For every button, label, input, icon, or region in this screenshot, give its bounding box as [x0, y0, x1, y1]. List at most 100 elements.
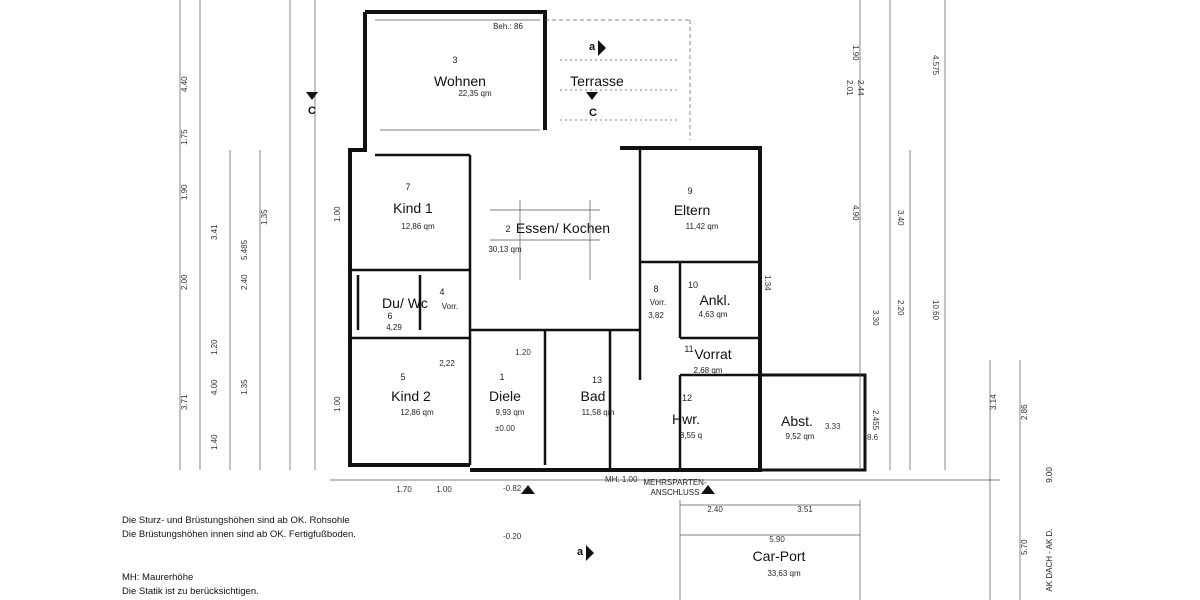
room-name: Car-Port	[753, 548, 806, 564]
room-name: Hwr.	[672, 411, 700, 427]
right-dimensions: 1.90 4.575 2.01 2.44 4.90 3.40 10.60 3.3…	[845, 45, 940, 431]
dim-text: 2.40	[240, 274, 249, 290]
dim-text: 2.00	[180, 274, 189, 290]
dim-text: 5.90	[769, 535, 785, 544]
dim-text: 2.01	[845, 80, 854, 96]
dim-text: 1.20	[515, 348, 531, 357]
room-area: 30,13 qm	[488, 245, 522, 254]
room-name: Du/ Wc	[382, 295, 428, 311]
dim-text: 3.40	[896, 210, 905, 226]
outer-walls	[348, 10, 867, 472]
dim-text: 5.485	[240, 239, 249, 260]
room-number: 6	[387, 311, 392, 321]
dim-text: 10.60	[931, 300, 940, 321]
section-a-top: a	[589, 41, 596, 53]
dim-text: 1.90	[180, 184, 189, 200]
left-dimensions: 4.40 1.75 1.90 2.00 3.71 3.41 5.485 4.00…	[180, 76, 269, 450]
dim-text: 1.35	[260, 209, 269, 225]
room-area: 22,35 qm	[458, 89, 492, 98]
section-c-left: C	[308, 105, 316, 117]
level-value: ±0.00	[495, 424, 516, 433]
dim-text: 1.20	[210, 339, 219, 355]
room-essen: 2 Essen/ Kochen 30,13 qm	[488, 220, 610, 254]
level-markers: -0.82 -0.20 ±0.00	[495, 424, 522, 541]
room-area: 9,52 qm	[786, 432, 815, 441]
note-sturz: Die Sturz- und Brüstungshöhen sind ab OK…	[122, 515, 350, 526]
dim-text: 3.71	[180, 394, 189, 410]
interior-dimensions: 1.20 1.00 1.34 1.00 MH: 1.00 3.33 8.6	[333, 206, 879, 484]
room-number: 7	[405, 182, 410, 192]
terrace-label: Terrasse	[570, 73, 624, 89]
room-name: Wohnen	[434, 73, 486, 89]
room-number: 12	[682, 393, 692, 403]
room-number: 3	[452, 55, 457, 65]
room-area: 4,63 qm	[699, 310, 728, 319]
room-name: Abst.	[781, 413, 813, 429]
room-name: Kind 1	[393, 200, 433, 216]
room-number: 9	[687, 186, 692, 196]
ak-dach-label: AK DACH - AK D.	[1045, 528, 1054, 591]
dim-text: 3.41	[210, 224, 219, 240]
beh-label: Beh.: 86	[493, 22, 523, 31]
room-eltern: 9 Eltern 11,42 qm	[674, 186, 719, 231]
ak-value: 9.00	[1045, 467, 1054, 483]
dim-text: 1.00	[333, 396, 342, 412]
room-area: 2,68 qm	[694, 366, 723, 375]
room-hwr: 12 Hwr. 8,55 q	[672, 393, 702, 440]
room-number: 8	[653, 284, 658, 294]
room-area: 9,93 qm	[496, 408, 525, 417]
level-value: -0.82	[503, 484, 522, 493]
dim-text: 3.30	[871, 310, 880, 326]
note-bruestung: Die Brüstungshöhen innen sind ab OK. Fer…	[122, 529, 356, 540]
room-number: 2	[505, 224, 510, 234]
dim-text: 1.40	[210, 434, 219, 450]
dim-text: 3.33	[825, 422, 841, 431]
room-area: 4,29	[386, 323, 402, 332]
room-name: Vorr.	[650, 298, 666, 307]
room-duwc: 6 Du/ Wc 4,29	[382, 295, 428, 332]
room-name: Diele	[489, 388, 521, 404]
room-area: 11,42 qm	[686, 222, 719, 231]
bottom-dimensions: 2.40 3.51 5.90 1.70 1.00	[396, 485, 813, 544]
room-wohnen: 3 Wohnen 22,35 qm	[434, 55, 492, 98]
room-name: Kind 2	[391, 388, 431, 404]
room-vorr8: 8 Vorr. 3,82	[648, 284, 666, 320]
dim-text: 2.20	[896, 300, 905, 316]
room-number: 1	[499, 372, 504, 382]
dim-text: 2.455	[871, 410, 880, 431]
room-vorr4: 4 Vorr. 2,22	[439, 287, 458, 368]
dim-text: 4.575	[931, 55, 940, 76]
dim-text: 1.00	[436, 485, 452, 494]
room-area: 12,86 qm	[401, 222, 435, 231]
room-area: 12,86 qm	[400, 408, 434, 417]
room-number: 13	[592, 375, 602, 385]
interior-walls	[350, 148, 760, 470]
anschluss-label: ANSCHLUSS	[651, 488, 700, 497]
dim-text: 2.44	[856, 80, 865, 96]
dim-text: 4.90	[851, 205, 860, 221]
dim-text: 2.40	[707, 505, 723, 514]
dim-text: 5.70	[1020, 539, 1029, 555]
room-kind2: 5 Kind 2 12,86 qm	[391, 372, 434, 417]
room-name: Bad	[581, 388, 606, 404]
room-ankl: 10 Ankl. 4,63 qm	[688, 280, 731, 319]
section-c-right: C	[589, 107, 597, 119]
room-area: 8,55 q	[680, 431, 702, 440]
room-bad: 13 Bad 11,58 qm	[581, 375, 615, 417]
room-number: 11	[684, 344, 693, 354]
mehrsparten-label: MEHRSPARTEN-	[643, 478, 707, 487]
room-name: Eltern	[674, 202, 711, 218]
level-value: -0.20	[503, 532, 522, 541]
dim-text: 2.86	[1020, 404, 1029, 420]
room-area: 2,22	[439, 359, 455, 368]
dim-text: 1.70	[396, 485, 412, 494]
dim-text: 1.00	[333, 206, 342, 222]
room-name: Essen/ Kochen	[516, 220, 610, 236]
dim-text: 3.51	[797, 505, 813, 514]
room-area: 3,82	[648, 311, 664, 320]
dim-text: 8.6	[867, 433, 879, 442]
room-vorrat: 11 Vorrat 2,68 qm	[684, 344, 731, 375]
dim-text: 4.00	[210, 379, 219, 395]
note-mh: MH: Maurerhöhe	[122, 572, 194, 583]
dim-text: 1.34	[763, 275, 772, 291]
